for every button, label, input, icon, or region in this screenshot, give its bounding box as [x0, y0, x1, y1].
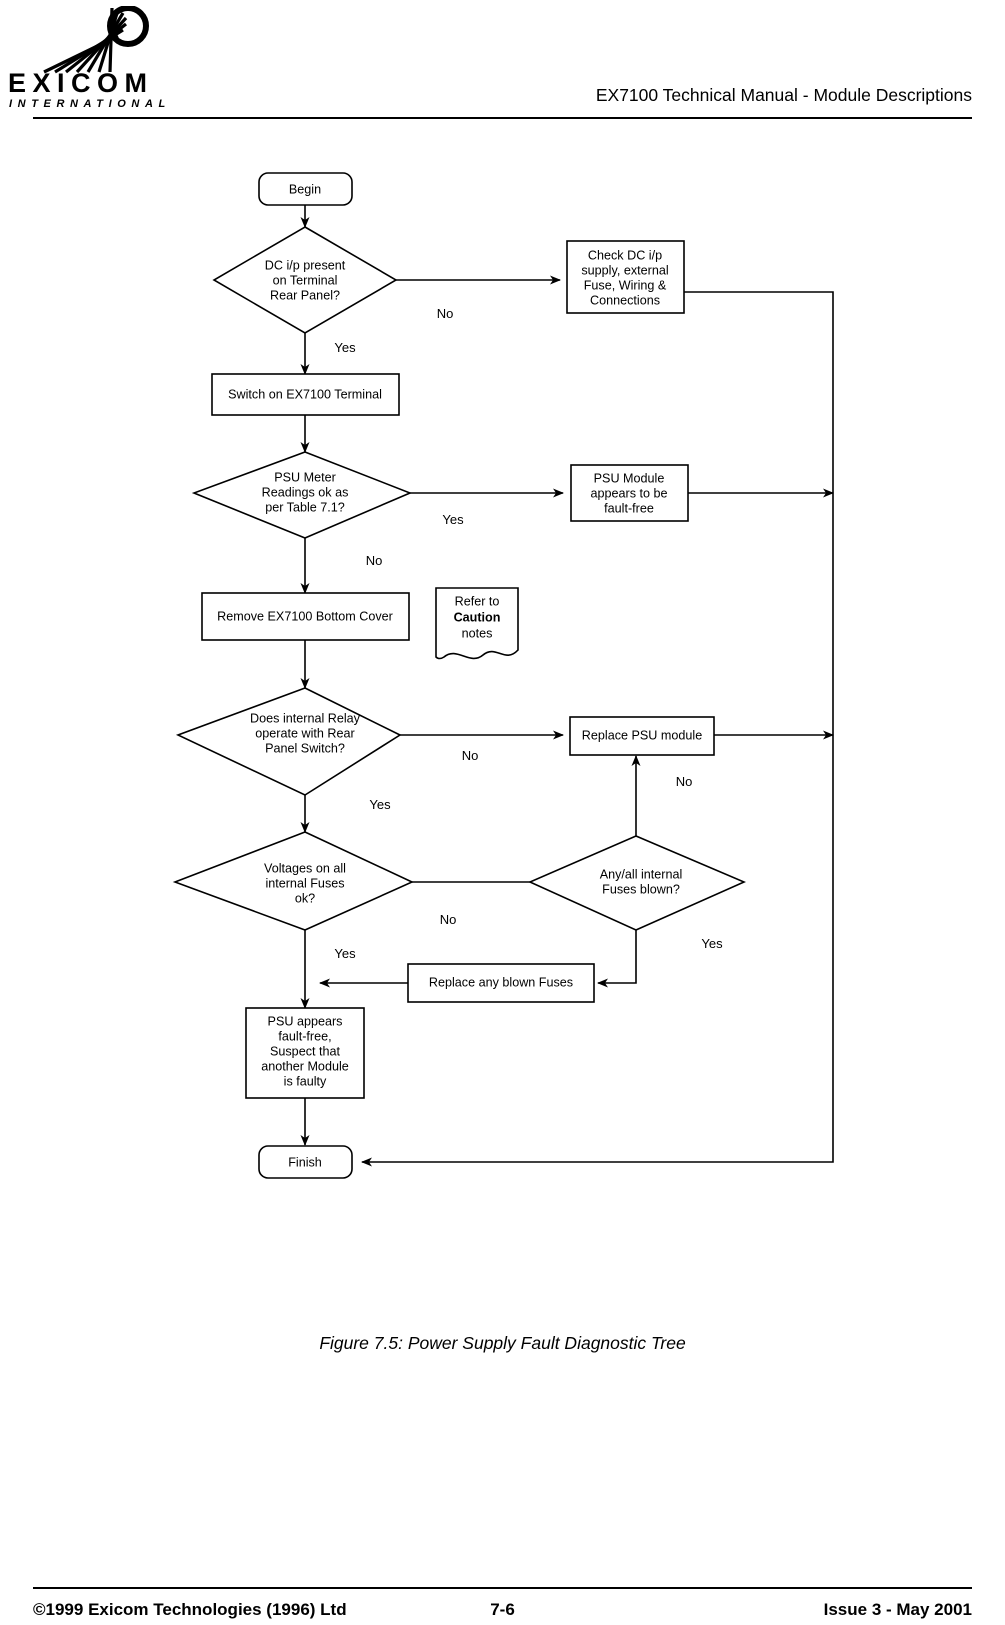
node-begin-label: Begin [289, 182, 321, 196]
node-remove-cover-label: Remove EX7100 Bottom Cover [217, 609, 393, 623]
edge-label-relay-yes: Yes [369, 797, 391, 812]
node-relay-line1: Does internal Relay [250, 711, 361, 725]
node-caution-note[interactable]: Refer to Caution notes [435, 587, 519, 660]
edge-label-relay-no: No [462, 748, 479, 763]
node-caution-line1: Refer to [455, 594, 500, 608]
node-psu-module-fault-free[interactable]: PSU Module appears to be fault-free [570, 464, 689, 522]
node-voltages-line2: internal Fuses [265, 876, 344, 890]
node-psu-meter-line1: PSU Meter [274, 470, 336, 484]
footer-divider [33, 1587, 972, 1589]
company-logo: EXICOM INTERNATIONAL [8, 6, 188, 116]
logo-wordmark: EXICOM [8, 68, 154, 98]
edge-label-meter-yes: Yes [442, 512, 464, 527]
node-psu-suspect-line3: Suspect that [270, 1044, 341, 1058]
node-psu-suspect-line2: fault-free, [278, 1029, 331, 1043]
node-begin[interactable]: Begin [258, 172, 353, 206]
node-psu-suspect-other-module[interactable]: PSU appears fault-free, Suspect that ano… [245, 1007, 365, 1099]
edge-label-dc-yes: Yes [334, 340, 356, 355]
node-psu-meter-decision[interactable]: PSU Meter Readings ok as per Table 7.1? [191, 451, 413, 539]
edge-return-bus-to-finish [361, 291, 834, 1167]
node-check-dc-line2: supply, external [581, 263, 668, 277]
node-check-dc-line3: Fuse, Wiring & [584, 278, 667, 292]
node-check-dc-line1: Check DC i/p [588, 248, 662, 262]
footer-copyright: ©1999 Exicom Technologies (1996) Ltd [33, 1600, 347, 1619]
edge-label-voltages-no: No [440, 912, 457, 927]
node-dc-present-line2: on Terminal [273, 273, 338, 287]
node-switch-on-terminal[interactable]: Switch on EX7100 Terminal [211, 373, 400, 416]
footer-page-number: 7-6 [490, 1600, 515, 1619]
node-psu-meter-line3: per Table 7.1? [265, 500, 345, 514]
logo-subwordmark: INTERNATIONAL [9, 98, 171, 110]
node-dc-present-line3: Rear Panel? [270, 288, 340, 302]
edge-label-dc-no: No [437, 306, 454, 321]
edge-fuses-yes-to-replace-fuses [597, 930, 637, 988]
node-psu-meter-line2: Readings ok as [262, 485, 349, 499]
flowchart-diagram: Begin DC i/p present on Terminal Rear Pa… [0, 130, 1005, 1230]
node-voltages-ok-decision[interactable]: Voltages on all internal Fuses ok? [172, 831, 414, 931]
node-replace-fuses-label: Replace any blown Fuses [429, 975, 573, 989]
edge-label-voltages-yes: Yes [334, 946, 356, 961]
node-switch-on-label: Switch on EX7100 Terminal [228, 387, 382, 401]
node-replace-psu-module[interactable]: Replace PSU module [569, 716, 715, 756]
node-psu-suspect-line5: is faulty [284, 1074, 327, 1088]
node-replace-psu-label: Replace PSU module [582, 728, 702, 742]
node-relay-operate-decision[interactable]: Does internal Relay operate with Rear Pa… [175, 687, 402, 796]
node-fault-free-line2: appears to be [590, 486, 667, 500]
header-title: EX7100 Technical Manual - Module Descrip… [595, 85, 972, 105]
node-dc-present-line1: DC i/p present [265, 258, 346, 272]
edge-label-fuses-yes: Yes [701, 936, 723, 951]
figure-caption: Figure 7.5: Power Supply Fault Diagnosti… [319, 1333, 686, 1353]
node-fault-free-line1: PSU Module [594, 471, 665, 485]
node-finish-label: Finish [288, 1155, 322, 1169]
power-supply-fault-diagnostic-tree: Begin DC i/p present on Terminal Rear Pa… [172, 172, 834, 1179]
header-divider [33, 117, 972, 119]
node-caution-line3: notes [462, 626, 493, 640]
node-relay-line3: Panel Switch? [265, 741, 345, 755]
edge-label-meter-no: No [366, 553, 383, 568]
node-voltages-line1: Voltages on all [264, 861, 346, 875]
node-remove-bottom-cover[interactable]: Remove EX7100 Bottom Cover [201, 592, 410, 641]
node-psu-suspect-line1: PSU appears [268, 1014, 343, 1028]
node-voltages-line3: ok? [295, 891, 315, 905]
node-finish[interactable]: Finish [258, 1145, 353, 1179]
node-psu-suspect-line4: another Module [261, 1059, 349, 1073]
node-check-dc-supply[interactable]: Check DC i/p supply, external Fuse, Wiri… [566, 240, 685, 314]
page-footer: ©1999 Exicom Technologies (1996) Ltd 7-6… [0, 1540, 1005, 1625]
edge-label-fuses-no: No [676, 774, 693, 789]
node-relay-line2: operate with Rear [255, 726, 354, 740]
node-fault-free-line3: fault-free [604, 501, 654, 515]
node-check-dc-line4: Connections [590, 293, 660, 307]
node-fuses-blown-line2: Fuses blown? [602, 882, 680, 896]
comet-logo-icon [43, 6, 149, 74]
node-dc-present-decision[interactable]: DC i/p present on Terminal Rear Panel? [212, 226, 398, 334]
node-replace-blown-fuses[interactable]: Replace any blown Fuses [407, 963, 595, 1003]
node-fuses-blown-line1: Any/all internal [600, 867, 683, 881]
node-fuses-blown-decision[interactable]: Any/all internal Fuses blown? [528, 835, 747, 931]
node-caution-line2-bold: Caution [454, 610, 501, 624]
page-header: EXICOM INTERNATIONAL EX7100 Technical Ma… [0, 0, 1005, 128]
footer-issue: Issue 3 - May 2001 [823, 1600, 972, 1619]
